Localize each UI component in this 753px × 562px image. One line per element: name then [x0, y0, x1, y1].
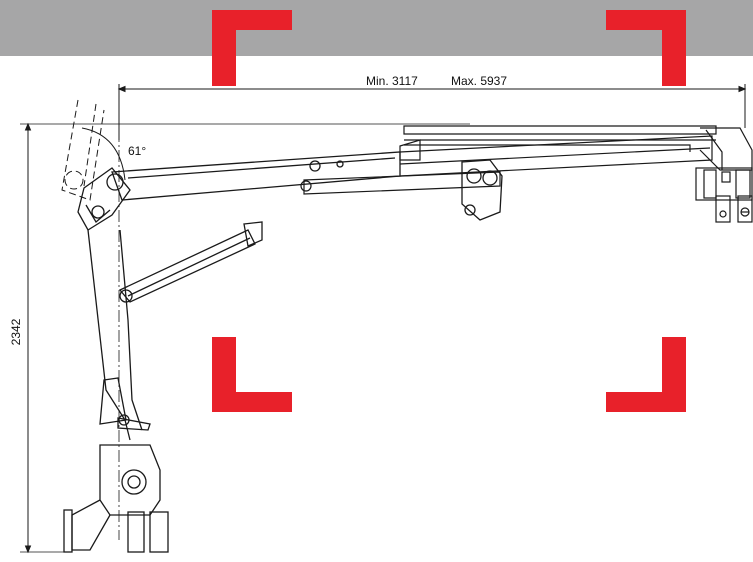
reach-max-label: Max. 5937 [451, 74, 508, 88]
reach-min-label: Min. 3117 [366, 74, 418, 88]
boom-tip [695, 127, 753, 223]
frame-mark-bottom-right [606, 337, 686, 412]
frame-mark-bottom-left [212, 337, 292, 412]
extension-booms [300, 125, 717, 195]
folded-boom-ghost [61, 99, 105, 201]
frame-mark-top-left [212, 10, 292, 86]
angle-arc [81, 127, 126, 181]
height-label: 2342 [9, 318, 23, 346]
hydraulic-cylinder [118, 221, 263, 303]
boom-connector-plate [461, 159, 503, 221]
frame-marks [212, 10, 686, 412]
frame-mark-top-right [606, 10, 686, 86]
knuckle-joint [77, 167, 131, 231]
angle-label: 61° [128, 144, 147, 158]
main-boom [111, 151, 401, 201]
crane-column [63, 229, 169, 553]
